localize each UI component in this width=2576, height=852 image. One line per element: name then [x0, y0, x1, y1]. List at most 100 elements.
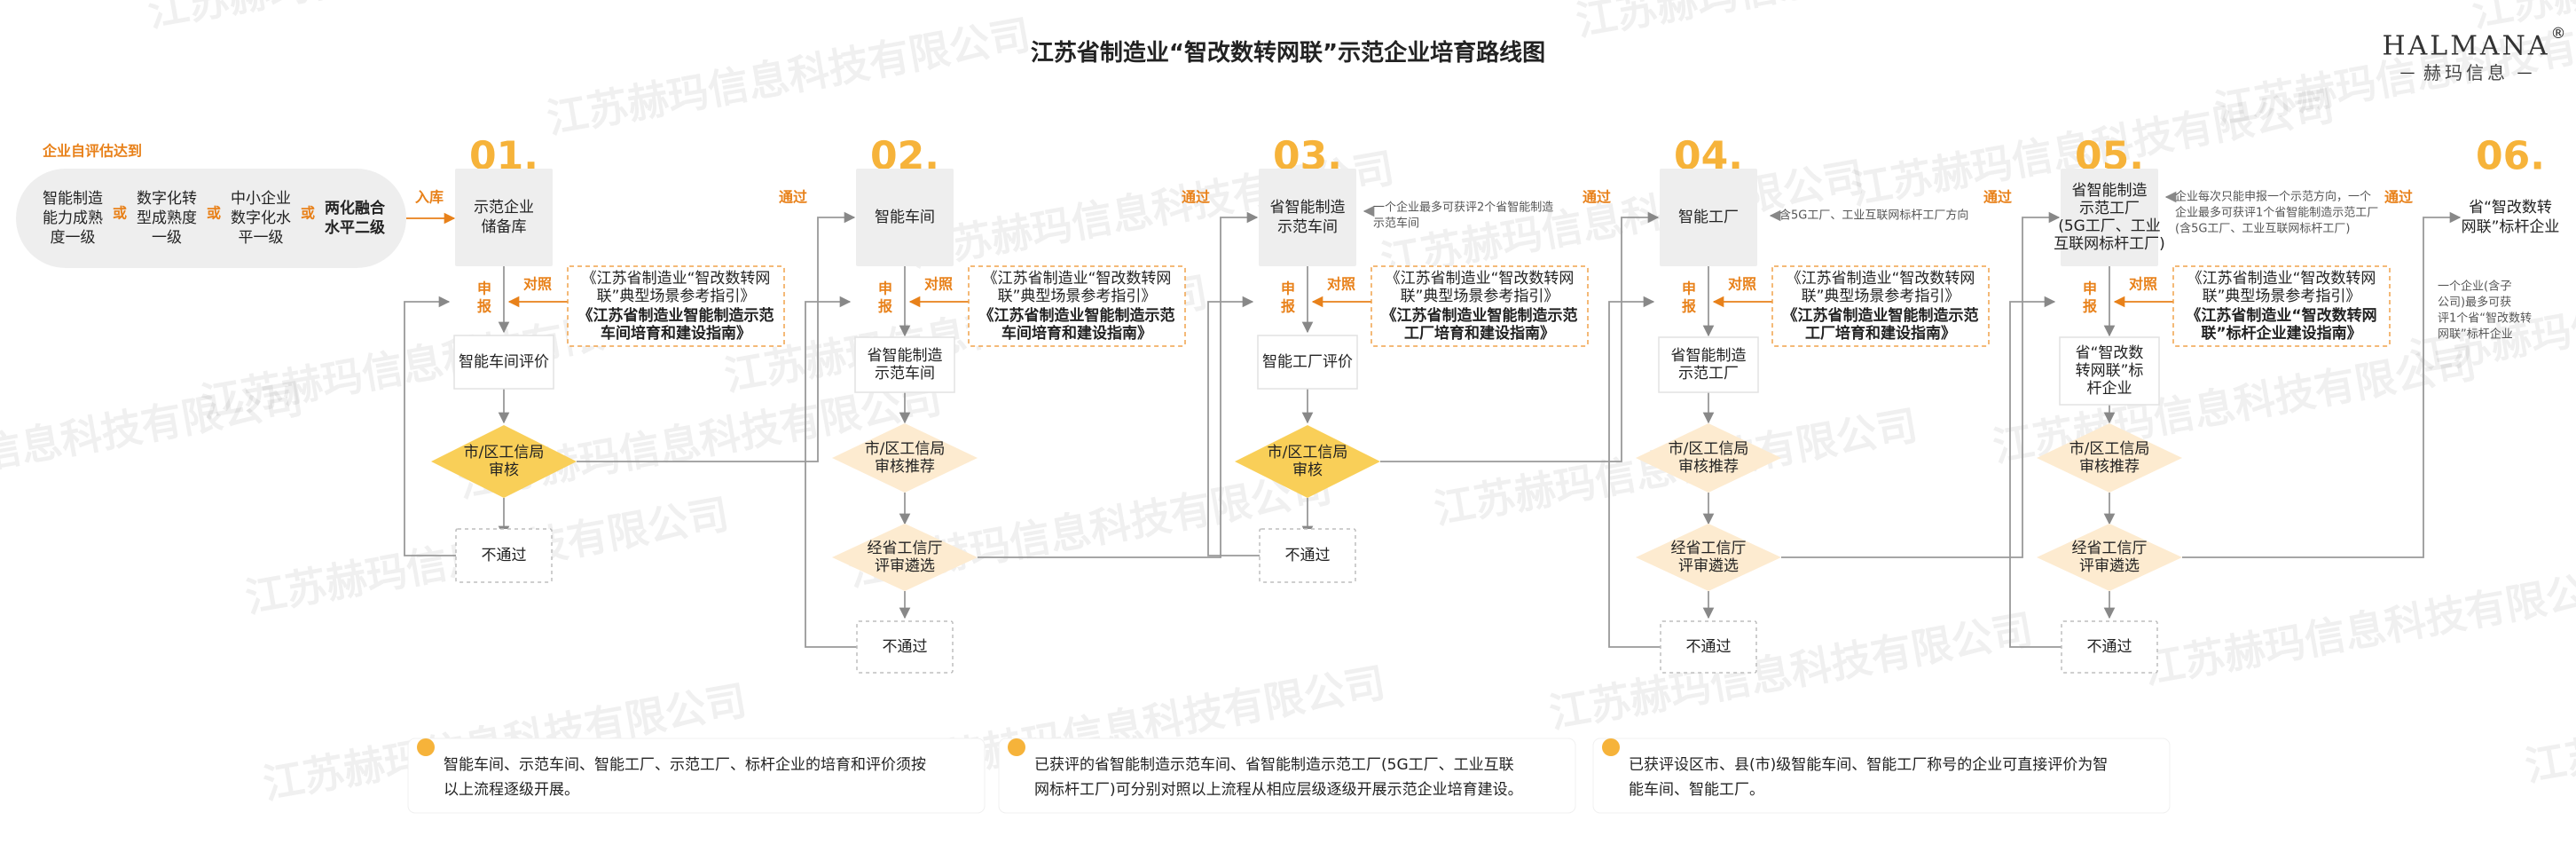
review-diamond: [1636, 423, 1781, 493]
pass-label: 通过: [779, 189, 807, 206]
evaluation-box: [454, 335, 554, 389]
stage-note: 含5G工厂、工业互联网标杆工厂方向: [1779, 209, 1968, 223]
stage-title: 省智能制造示范工厂(5G工厂、工业互联网标杆工厂): [2054, 182, 2165, 253]
enter-label: 入库: [415, 189, 444, 206]
page-title: 江苏省制造业“智改数转网联”示范企业培育路线图: [1031, 39, 1545, 67]
feedback-arrow: [1608, 296, 1661, 648]
review-label: 市/区工信局审核推荐: [1669, 440, 1749, 476]
stage-number: 06.: [2476, 134, 2545, 179]
review-diamond: [1636, 524, 1781, 591]
note-card-border: [998, 738, 1576, 814]
fail-label: 不通过: [482, 547, 527, 564]
stage-title: 省“智改数转网联”标杆企业: [2462, 199, 2560, 236]
review-diamond: [2037, 524, 2182, 591]
reference-box: [968, 265, 1186, 347]
stage-title: 智能工厂: [1678, 209, 1739, 226]
note-card-border: [1592, 738, 2171, 814]
reference-guide: 《江苏省制造业智能制造示范工厂培育和建设指南》: [1783, 306, 1979, 343]
reference-guide: 《江苏省制造业“智改数转网联”典型场景参考指引》: [1787, 270, 1975, 305]
pass-label: 通过: [1182, 189, 1210, 206]
note-text: 已获评的省智能制造示范车间、省智能制造示范工厂(5G工厂、工业互联网标杆工厂)可…: [1034, 756, 1523, 799]
logo-dash-right: —: [2517, 64, 2533, 82]
evaluation-box-border: [453, 335, 554, 390]
evaluation-box: [855, 337, 954, 392]
review-diamond: [832, 524, 978, 591]
review-label: 市/区工信局审核推荐: [2069, 440, 2150, 476]
compare-label: 对照: [523, 276, 552, 293]
pass-arrow: [1781, 211, 2061, 558]
note-card: [408, 738, 985, 813]
logo-wordmark: HALMANA: [2382, 31, 2549, 62]
note-dot-icon: [1602, 738, 1620, 756]
evaluation-label: 智能工厂评价: [1262, 353, 1353, 371]
evaluation-label: 智能车间评价: [459, 353, 549, 371]
self-eval-pill: [16, 169, 406, 268]
stage-box: [455, 169, 553, 266]
evaluation-label: 省“智改数转网联”标杆企业: [2076, 344, 2144, 398]
review-diamond: [2037, 423, 2182, 493]
fail-label: 不通过: [1686, 638, 1732, 656]
note-card-border: [407, 738, 986, 814]
fail-label: 不通过: [2087, 638, 2132, 656]
stage-title: 智能车间: [875, 209, 935, 226]
self-eval-item: 数字化转型成熟度一级: [137, 190, 197, 247]
review-diamond: [1235, 425, 1380, 498]
pass-arrow: [1380, 211, 1660, 462]
fail-label: 不通过: [883, 638, 928, 656]
review-diamond: [832, 423, 978, 493]
apply-label: 申报: [2083, 280, 2097, 315]
fail-box: [856, 620, 954, 674]
fail-box: [2061, 620, 2158, 674]
reference-guide: 《江苏省制造业“智改数转网联”典型场景参考指引》: [1386, 270, 1575, 305]
review-label: 经省工信厅评审遴选: [868, 540, 943, 575]
note-dot-icon: [1008, 738, 1025, 756]
note-text: 已获评设区市、县(市)级智能车间、智能工厂称号的企业可直接评价为智能车间、智能工…: [1629, 756, 2108, 799]
watermark-text: 江苏赫玛信息科技有限公司: [2522, 659, 2576, 791]
feedback-arrow: [2009, 296, 2062, 648]
compare-label: 对照: [1728, 276, 1756, 293]
logo-dash-left: —: [2400, 64, 2415, 82]
note-card: [999, 738, 1575, 813]
self-eval-item: 中小企业数字化水平一级: [231, 190, 291, 247]
compare-label: 对照: [924, 276, 953, 293]
evaluation-box-border: [1658, 336, 1759, 393]
evaluation-label: 省智能制造示范车间: [868, 347, 943, 383]
review-label: 经省工信厅评审遴选: [1671, 540, 1747, 575]
pass-arrow: [978, 211, 1259, 558]
evaluation-label: 省智能制造示范工厂: [1671, 347, 1747, 383]
reference-guide: 《江苏省制造业智能制造示范工厂培育和建设指南》: [1382, 306, 1578, 343]
or-label: 或: [113, 205, 127, 222]
logo-subtitle: 赫玛信息: [2423, 62, 2509, 83]
watermark-text: 江苏赫玛信息科技有限公司: [2140, 561, 2576, 693]
evaluation-box-border: [1257, 335, 1358, 390]
stage-note: 企业每次只能申报一个示范方向，一个企业最多可获评1个省智能制造示范工厂(含5G工…: [2175, 190, 2378, 236]
reference-box: [567, 265, 785, 347]
stage-box: [1660, 169, 1757, 266]
stage-box: [1259, 169, 1356, 266]
reference-box: [2172, 265, 2391, 347]
compare-label: 对照: [1327, 276, 1355, 293]
evaluation-box-border: [2059, 336, 2160, 406]
evaluation-box: [1258, 335, 1357, 389]
reference-guide: 《江苏省制造业智能制造示范车间培育和建设指南》: [578, 306, 774, 343]
watermark-text: 江苏赫玛信息科技有限公司: [145, 0, 635, 36]
evaluation-box: [1659, 337, 1758, 392]
review-label: 经省工信厅评审遴选: [2072, 540, 2148, 575]
apply-label: 申报: [477, 280, 491, 315]
stage-box: [856, 169, 954, 266]
self-eval-label: 企业自评估达到: [42, 143, 142, 160]
fail-box: [1660, 620, 1757, 674]
note-dot-icon: [417, 738, 435, 756]
pass-arrow: [2182, 211, 2462, 558]
pass-label: 通过: [1983, 189, 2012, 206]
feedback-arrow: [805, 296, 857, 648]
pass-label: 通过: [2384, 189, 2413, 206]
watermark-text: 江苏赫玛信息科技有限公司: [544, 11, 1034, 143]
apply-label: 申报: [1682, 280, 1696, 315]
stage-note: 一个企业(含子公司)最多可获评1个省“智改数转网联”标杆企业: [2438, 280, 2532, 342]
watermark-text: 江苏赫玛信息科技有限公司: [1573, 0, 2063, 45]
watermark-text: 江苏赫玛信息科技有限公司: [0, 375, 307, 507]
reference-guide: 《江苏省制造业“智改数转网联”典型场景参考指引》: [2187, 270, 2376, 305]
